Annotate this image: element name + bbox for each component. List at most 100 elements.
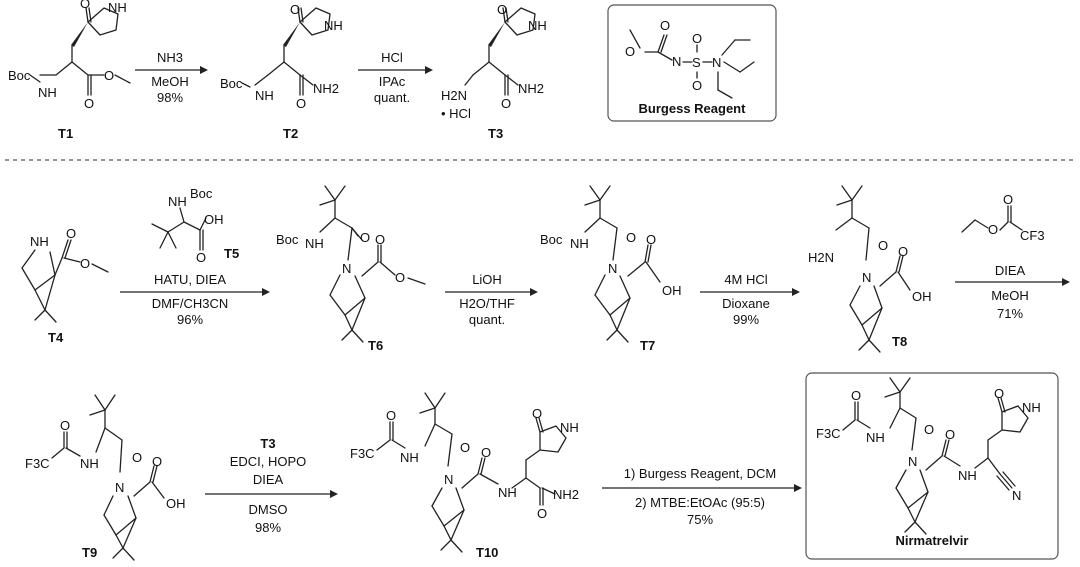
label-T1: T1 [58,126,73,141]
step8-yield: 75% [687,512,713,527]
t7-nh: NH [570,236,589,251]
compound-T6: O N NH Boc O O T6 [276,185,426,353]
t2-amide-o: O [296,96,306,111]
t5-o: O [196,250,206,265]
label-T7: T7 [640,338,655,353]
label-T5: T5 [224,246,239,261]
final-n: N [908,454,917,469]
t10-f3c: F3C [350,446,375,461]
t3-hcl: • HCl [441,106,471,121]
t1-ring-o: O [80,0,90,11]
t3-nh2: NH2 [518,81,544,96]
final-amide-o2: O [945,427,955,442]
t6-n: N [342,261,351,276]
final-nh: NH [866,430,885,445]
step1-yield: 98% [157,90,183,105]
step6-yield: 71% [997,306,1023,321]
label-T3: T3 [488,126,503,141]
burgess-reagent-box: O O N S O O N Burgess Reagent [607,4,777,122]
t10-lactam-o: O [532,406,542,421]
compound-T10: F3C O NH O N O NH O NH [350,392,579,560]
t2-ring-o: O [290,2,300,17]
compound-T4: NH O O T4 [21,226,109,345]
step2-reagent: HCl [381,50,403,65]
t8-amide-o: O [878,238,888,253]
label-T9: T9 [82,545,97,560]
label-T2: T2 [283,126,298,141]
t4-ester-o2: O [80,256,90,271]
t9-nh: NH [80,456,99,471]
t4-ester-o: O [66,226,76,241]
t9-amide-o: O [132,450,142,465]
compound-T1: O NH O O NH Boc T1 [8,0,131,141]
burgess-so-o2: O [692,78,702,93]
final-nitrile-n: N [1012,488,1021,503]
label-nirmatrelvir: Nirmatrelvir [896,533,969,548]
t2-nh2: NH2 [313,81,339,96]
t9-f3c: F3C [25,456,50,471]
compound-T9: F3C O NH O N O OH T9 [25,394,186,561]
step4-reagent: LiOH [472,272,502,287]
step7-base: DIEA [253,472,284,487]
step-arrow-7: T3 EDCI, HOPO DIEA DMSO 98% [205,436,338,535]
t3-ring-o: O [497,2,507,17]
t10-nh2-link: NH [498,485,517,500]
t6-boc: Boc [276,232,299,247]
t7-acid-o: O [646,232,656,247]
step1-reagent: NH3 [157,50,183,65]
compound-nirmatrelvir: F3C O NH O N O NH O NH [805,372,1059,560]
step-arrow-2: HCl IPAc quant. [358,50,433,105]
step3-solvent: DMF/CH3CN [152,296,229,311]
t2-ring-nh: NH [324,18,343,33]
t9-acid-o: O [152,454,162,469]
step-arrow-5: 4M HCl Dioxane 99% [700,272,800,327]
t10-nh2: NH2 [553,487,579,502]
t3-amide-o: O [501,96,511,111]
t2-nh: NH [255,88,274,103]
step4-yield: quant. [469,312,505,327]
t8-oh: OH [912,289,932,304]
etfa-carbonyl-o: O [1003,192,1013,207]
final-lactam-nh: NH [1022,400,1041,415]
t8-h2n: H2N [808,250,834,265]
t7-amide-o: O [626,230,636,245]
burgess-o-methyl: O [625,44,635,59]
step5-solvent: Dioxane [722,296,770,311]
compound-T2: O NH O NH2 NH Boc T2 [220,2,343,141]
step-arrow-4: LiOH H2O/THF quant. [445,272,538,327]
step-arrow-6: O O CF3 DIEA MeOH 71% [955,192,1070,321]
step6-base: DIEA [995,263,1026,278]
step-arrow-3: NH Boc OH O T5 HATU, DIEA DMF/CH3CN 96% [120,186,270,327]
t5-boc: Boc [190,186,213,201]
t1-nh-n: NH [38,85,57,100]
compound-T8: H2N O N O OH T8 [808,185,932,353]
label-T4: T4 [48,330,64,345]
t1-boc: Boc [8,68,31,83]
t6-ester-o: O [375,232,385,247]
step-arrow-8: 1) Burgess Reagent, DCM 2) MTBE:EtOAc (9… [602,466,802,527]
t9-tfa-o: O [60,418,70,433]
label-T8: T8 [892,334,907,349]
step7-amine: T3 [260,436,275,451]
label-burgess: Burgess Reagent [639,101,747,116]
t6-amide-o: O [360,230,370,245]
t5-nh: NH [168,194,187,209]
burgess-s: S [692,55,701,70]
step-arrow-1: NH3 MeOH 98% [135,50,208,105]
label-T6: T6 [368,338,383,353]
compound-T7: O N NH Boc O OH T7 [540,185,682,353]
step3-yield: 96% [177,312,203,327]
t10-lactam-nh: NH [560,420,579,435]
t7-n: N [608,261,617,276]
step5-reagent: 4M HCl [724,272,767,287]
t3-ring-nh: NH [528,18,547,33]
final-amide-nh: NH [958,468,977,483]
t1-ring-nh: NH [108,0,127,15]
compound-T3: O NH O NH2 H2N • HCl T3 [441,2,547,141]
t8-acid-o: O [898,244,908,259]
step3-reagent: HATU, DIEA [154,272,226,287]
step1-solvent: MeOH [151,74,189,89]
step4-solvent: H2O/THF [459,296,515,311]
t8-n: N [862,270,871,285]
